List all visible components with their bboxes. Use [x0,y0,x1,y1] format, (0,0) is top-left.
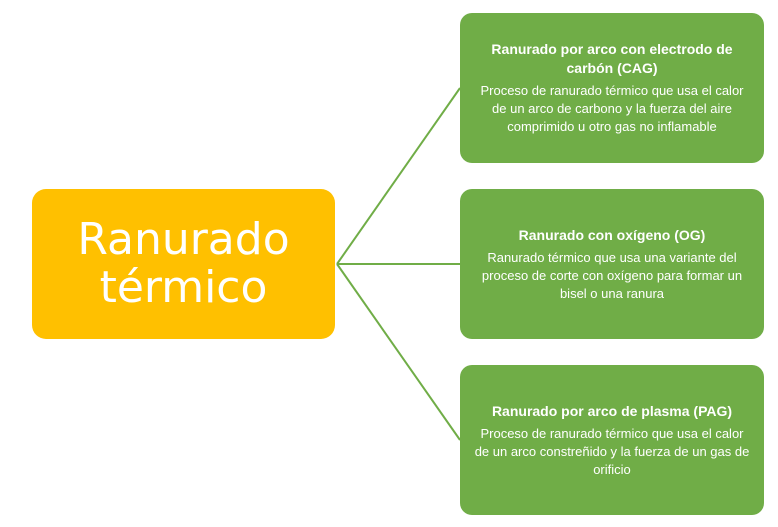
child-description-cag: Proceso de ranurado térmico que usa el c… [480,83,744,134]
child-title-og: Ranurado con oxígeno (OG) [518,226,706,243]
root-node: Ranurado térmico [32,189,335,339]
connector-line-pag [336,263,461,441]
child-node-og: Ranurado con oxígeno (OG) Ranurado térmi… [460,189,764,339]
child-title-cag: Ranurado por arco con electrodo de carbó… [491,41,733,76]
child-description-pag: Proceso de ranurado térmico que usa el c… [474,425,750,477]
child-node-cag: Ranurado por arco con electrodo de carbó… [460,13,764,163]
root-title: Ranurado térmico [77,214,290,313]
child-description-og: Ranurado térmico que usa una variante de… [481,249,743,301]
child-title-pag: Ranurado por arco de plasma (PAG) [491,402,733,419]
child-node-pag: Ranurado por arco de plasma (PAG) Proces… [460,365,764,515]
connector-line-cag [336,87,461,265]
